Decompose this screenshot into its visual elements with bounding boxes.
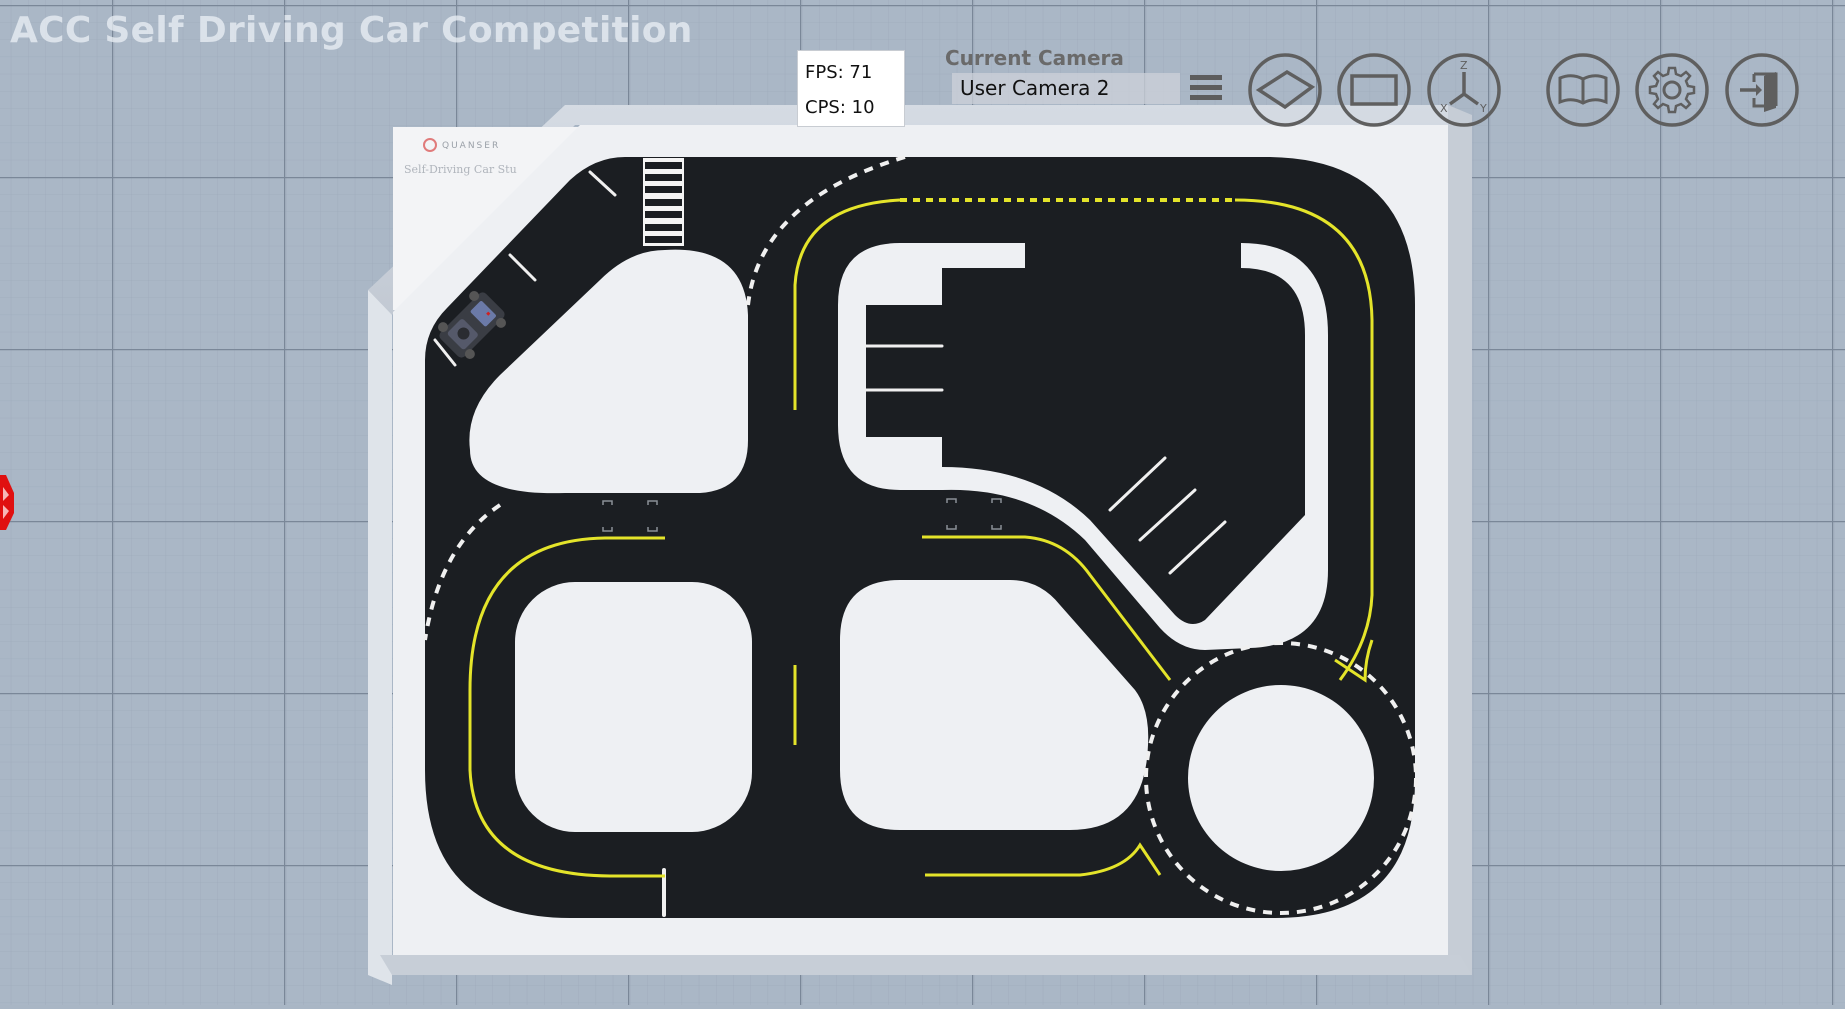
hamburger-menu-icon-bar	[1190, 85, 1222, 90]
hamburger-menu-icon	[1190, 75, 1222, 80]
island-teardrop	[469, 249, 748, 494]
banner-subtitle-text: Self-Driving Car Stu	[404, 163, 517, 176]
rectangle-view-icon	[1337, 53, 1411, 127]
exit-button[interactable]	[1724, 52, 1800, 128]
crosswalk	[643, 158, 684, 246]
svg-text:Y: Y	[1479, 102, 1487, 115]
help-button[interactable]	[1545, 52, 1621, 128]
island-bottom-middle	[840, 580, 1149, 830]
perspective-plane-icon	[1248, 53, 1322, 127]
axis-gizmo-marker-icon	[0, 475, 14, 530]
hamburger-menu-icon-bar	[1190, 95, 1222, 100]
qcar-vehicle[interactable]	[432, 285, 511, 364]
axis-view-button[interactable]: Z X Y	[1426, 52, 1502, 128]
track-walls	[368, 105, 1472, 985]
yellow-lane-lines	[468, 198, 1374, 878]
fps-counter: FPS: 71	[805, 62, 873, 83]
settings-button[interactable]	[1634, 52, 1710, 128]
camera-select[interactable]: User Camera 2	[952, 73, 1180, 104]
dashed-white-lanes	[423, 155, 1418, 915]
island-bottom-left	[515, 582, 752, 832]
book-icon	[1546, 53, 1620, 127]
current-camera-label: Current Camera	[945, 46, 1124, 70]
roundabout-island	[1188, 685, 1374, 871]
gear-icon	[1635, 53, 1709, 127]
top-view-button[interactable]	[1336, 52, 1412, 128]
camera-menu-button[interactable]	[1190, 75, 1222, 105]
perspective-view-button[interactable]	[1247, 52, 1323, 128]
svg-text:Z: Z	[1460, 59, 1468, 72]
svg-text:X: X	[1440, 102, 1448, 115]
white-road-markings	[433, 170, 1227, 917]
app-title: ACC Self Driving Car Competition	[10, 10, 693, 51]
parking-island	[838, 243, 1328, 650]
performance-stats-panel: FPS: 71 CPS: 10	[797, 50, 905, 127]
cps-counter: CPS: 10	[805, 97, 875, 118]
xyz-axis-icon: Z X Y	[1427, 53, 1501, 127]
exit-door-icon	[1725, 53, 1799, 127]
banner-brand-text: QUANSER	[442, 141, 500, 151]
stop-markers	[602, 498, 1002, 532]
